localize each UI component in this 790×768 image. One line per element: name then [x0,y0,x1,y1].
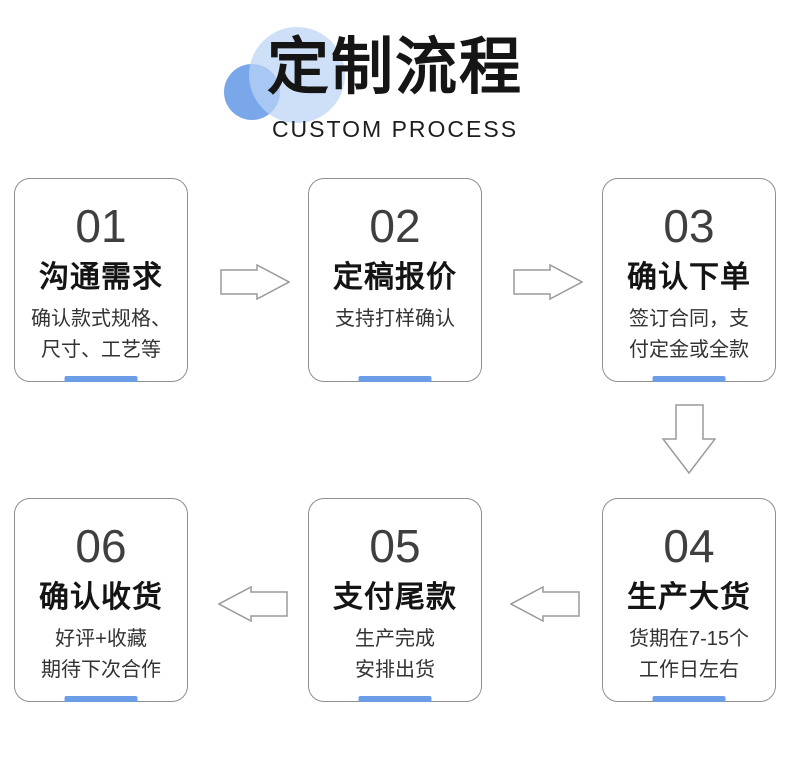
step-number: 03 [663,200,715,252]
card-accent-bar [64,376,138,382]
step-card-06: 06 确认收货 好评+收藏 期待下次合作 [14,498,188,702]
card-accent-bar [652,696,726,702]
page-subtitle: CUSTOM PROCESS [271,116,519,142]
desc-line: 安排出货 [355,659,435,681]
step-description: 确认款式规格、 尺寸、工艺等 [31,304,171,366]
step-number: 04 [663,520,715,572]
step-title: 确认下单 [627,261,751,294]
desc-line: 期待下次合作 [41,659,161,681]
step-description: 货期在7-15个 工作日左右 [629,624,749,686]
step-number: 01 [75,200,127,252]
step-number: 06 [75,520,127,572]
desc-line: 支持打样确认 [335,308,455,330]
card-accent-bar [358,376,432,382]
arrow-down-icon [662,404,716,474]
desc-line: 生产完成 [355,628,435,650]
card-accent-bar [652,376,726,382]
step-number: 05 [369,520,421,572]
step-number: 02 [369,200,421,252]
step-description: 支持打样确认 [335,304,455,335]
card-accent-bar [358,696,432,702]
step-card-02: 02 定稿报价 支持打样确认 [308,178,482,382]
step-description: 生产完成 安排出货 [355,624,435,686]
desc-line: 签订合同，支 [629,308,749,330]
step-card-01: 01 沟通需求 确认款式规格、 尺寸、工艺等 [14,178,188,382]
step-card-04: 04 生产大货 货期在7-15个 工作日左右 [602,498,776,702]
desc-line: 货期在7-15个 [628,628,750,650]
arrow-right-icon [513,264,583,300]
step-description: 签订合同，支 付定金或全款 [629,304,749,366]
card-accent-bar [64,696,138,702]
step-title: 定稿报价 [333,261,457,294]
desc-line: 好评+收藏 [55,628,147,650]
page-title: 定制流程 [266,33,523,102]
step-description: 好评+收藏 期待下次合作 [41,624,161,686]
step-card-03: 03 确认下单 签订合同，支 付定金或全款 [602,178,776,382]
desc-line: 尺寸、工艺等 [41,339,161,361]
step-card-05: 05 支付尾款 生产完成 安排出货 [308,498,482,702]
step-title: 生产大货 [627,581,751,614]
arrow-left-icon [510,586,580,622]
arrow-right-icon [220,264,290,300]
step-title: 支付尾款 [333,581,457,614]
arrow-left-icon [218,586,288,622]
desc-line: 工作日左右 [639,659,739,681]
desc-line: 付定金或全款 [629,339,749,361]
desc-line: 确认款式规格、 [31,308,171,330]
step-title: 沟通需求 [39,261,163,294]
decor-circle-light-icon [249,27,345,123]
step-title: 确认收货 [39,581,163,614]
